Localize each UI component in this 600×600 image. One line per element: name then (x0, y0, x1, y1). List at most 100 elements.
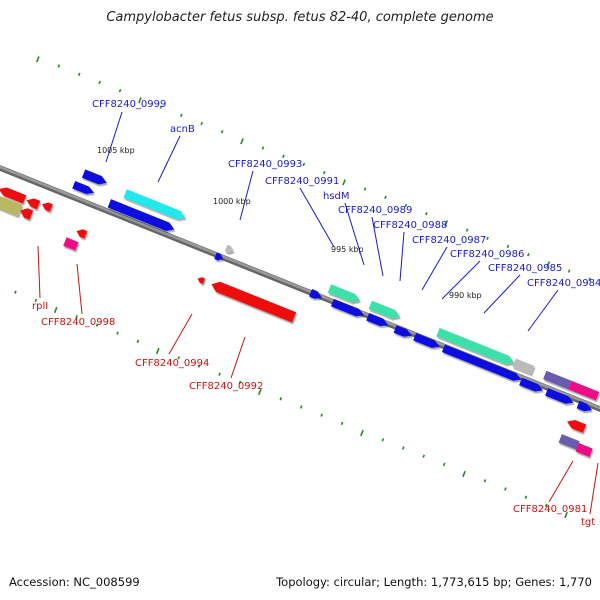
leader-cff8240-0993 (239, 170, 254, 221)
gene-label-cff8240-0998[interactable]: CFF8240_0998 (41, 317, 115, 328)
leader-cff8240-0985 (483, 274, 521, 314)
gene-block-fwd-7[interactable] (393, 325, 412, 337)
tick-mark (14, 290, 17, 294)
gene-label-cff8240-0986[interactable]: CFF8240_0986 (450, 249, 524, 260)
tick-mark (200, 121, 204, 126)
gene-label-cff8240-0999[interactable]: CFF8240_0999 (92, 99, 166, 110)
tick-mark (57, 64, 61, 68)
gene-block-cff8240-0991[interactable] (327, 284, 361, 303)
gene-block-fwd-5[interactable] (330, 298, 364, 317)
gene-block-cff8240-0986[interactable] (512, 358, 535, 375)
gene-label-tgt[interactable]: tgt (581, 517, 595, 528)
gene-block-rev-3[interactable] (26, 198, 41, 210)
gene-label-hsdm[interactable]: hsdM (323, 191, 350, 202)
tick-mark (53, 306, 58, 314)
gene-block-tgt[interactable] (575, 443, 593, 457)
leader-cff8240-0998 (76, 263, 83, 315)
tick-mark (197, 364, 201, 368)
leader-tgt (589, 462, 599, 515)
tick-mark (340, 421, 344, 426)
tick-mark (567, 269, 571, 273)
tick-mark (442, 462, 446, 467)
tick-mark (261, 146, 265, 150)
leader-cff8240-0999 (105, 111, 123, 163)
tick-mark (564, 511, 568, 519)
leader-cff8240-0991 (299, 187, 335, 248)
gene-block-fwd-6[interactable] (366, 313, 389, 327)
gene-label-cff8240-0984[interactable]: CFF8240_0984 (527, 278, 600, 289)
gene-label-rpli[interactable]: rplI (32, 301, 48, 312)
gene-block-cff8240-0987[interactable] (436, 327, 515, 365)
gene-block-rplI[interactable] (0, 186, 23, 217)
gene-block-cff8240-0981[interactable] (558, 434, 580, 450)
gene-block-cff8240-0981a[interactable] (567, 420, 587, 433)
gene-block-cff8240-0994[interactable] (197, 277, 206, 284)
scale-label-1000: 1000 kbp (213, 197, 251, 206)
gene-label-cff8240-0981[interactable]: CFF8240_0981 (513, 504, 587, 515)
gene-block-rev-2[interactable] (0, 187, 27, 204)
gene-block-rev-4[interactable] (42, 202, 53, 212)
tick-mark (75, 315, 78, 319)
leader-cff8240-0987 (421, 246, 448, 291)
tick-mark (544, 503, 548, 508)
tick-mark (159, 105, 163, 109)
gene-block-acnb[interactable] (123, 189, 186, 220)
gene-block-fwd-9[interactable] (441, 344, 522, 381)
tick-mark (257, 388, 262, 396)
tick-mark (118, 89, 122, 93)
gene-block-hsdm[interactable] (368, 300, 400, 319)
gene-label-cff8240-0991[interactable]: CFF8240_0991 (265, 176, 339, 187)
gene-block-rev-5[interactable] (20, 208, 34, 220)
leader-cff8240-0986 (441, 260, 481, 300)
leader-cff8240-0992 (230, 336, 246, 379)
gene-block-fwd-2[interactable] (107, 199, 175, 231)
leader-hsdm (344, 202, 365, 266)
tick-mark (381, 438, 385, 442)
tick-mark (320, 413, 323, 417)
gene-label-cff8240-0992[interactable]: CFF8240_0992 (189, 381, 263, 392)
tick-mark (116, 331, 119, 335)
gene-label-acnb[interactable]: acnB (170, 124, 195, 135)
genome-summary-text: Topology: circular; Length: 1,773,615 bp… (276, 575, 592, 589)
gene-block-cff8240-0999[interactable] (81, 169, 107, 185)
gene-block-cff8240-0984[interactable] (568, 380, 600, 401)
tick-mark (302, 162, 306, 167)
gene-block-fwd-12[interactable] (576, 400, 592, 412)
gene-block-cff8240-0985[interactable] (543, 370, 572, 390)
gene-block-fwd-10[interactable] (519, 377, 543, 392)
tick-mark (282, 154, 285, 158)
map-title: Campylobacter fetus subsp. fetus 82-40, … (106, 10, 494, 25)
gene-features (0, 169, 600, 457)
gene-block-cff8240-0998[interactable] (63, 237, 79, 251)
gene-label-cff8240-0989[interactable]: CFF8240_0989 (338, 205, 412, 216)
gene-block-fwd-1[interactable] (72, 181, 95, 194)
gene-block-fwd-4[interactable] (309, 289, 322, 299)
tick-mark (177, 356, 181, 360)
tick-mark (136, 339, 140, 344)
tick-mark (465, 228, 469, 232)
gene-label-cff8240-0993[interactable]: CFF8240_0993 (228, 159, 302, 170)
gene-label-cff8240-0988[interactable]: CFF8240_0988 (373, 220, 447, 231)
tick-mark (444, 220, 449, 227)
tick-mark (240, 138, 244, 145)
leader-acnb (157, 135, 181, 183)
tick-mark (95, 323, 99, 327)
gene-label-cff8240-0987[interactable]: CFF8240_0987 (412, 235, 486, 246)
gene-block-cff8240-0998a[interactable] (76, 229, 88, 239)
gene-block-cff8240-0993[interactable] (224, 244, 234, 253)
tick-marks (14, 56, 591, 519)
tick-mark (220, 129, 224, 134)
gene-block-fwd-8[interactable] (413, 333, 440, 348)
tick-mark (588, 277, 591, 281)
tick-mark (506, 244, 510, 249)
gene-label-cff8240-0985[interactable]: CFF8240_0985 (488, 263, 562, 274)
gene-block-cff8240-0992[interactable] (211, 281, 297, 323)
leader-rpli (37, 245, 41, 299)
leader-cff8240-0988 (399, 231, 405, 282)
tick-mark (36, 56, 40, 63)
tick-mark (462, 470, 466, 478)
gene-label-cff8240-0994[interactable]: CFF8240_0994 (135, 358, 209, 369)
gene-block-fwd-11[interactable] (545, 388, 574, 404)
gene-block-fwd-3[interactable] (214, 252, 223, 261)
